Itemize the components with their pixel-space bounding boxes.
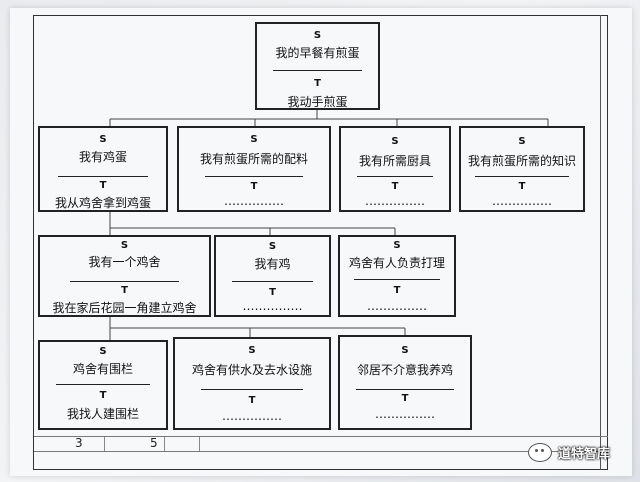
goal-l2-caretaker: S 鸡舍有人负责打理 T …………… bbox=[338, 235, 456, 317]
page-number: 3 bbox=[75, 436, 83, 450]
t-label: T bbox=[391, 181, 399, 192]
separator-line bbox=[273, 70, 362, 71]
t-label: T bbox=[518, 181, 526, 192]
separator-line bbox=[356, 389, 454, 390]
goal-l3-water: S 鸡舍有供水及去水设施 T …………… bbox=[173, 337, 331, 430]
t-label: T bbox=[99, 390, 107, 401]
s-label: S bbox=[120, 240, 129, 251]
wechat-icon bbox=[528, 443, 552, 462]
t-label: T bbox=[401, 393, 409, 404]
s-label: S bbox=[401, 345, 409, 356]
s-label: S bbox=[313, 30, 322, 41]
page-footer-strip bbox=[34, 436, 608, 452]
action-statement: …………… bbox=[367, 299, 427, 313]
action-statement: …………… bbox=[242, 299, 303, 313]
goal-statement: 我的早餐有煎蛋 bbox=[275, 46, 360, 60]
separator-line bbox=[205, 176, 303, 177]
separator-line bbox=[475, 176, 569, 177]
goal-statement: 我有煎蛋所需的配料 bbox=[199, 152, 308, 166]
t-label: T bbox=[250, 181, 258, 192]
watermark-text: 道特智库 bbox=[558, 447, 611, 462]
s-label: S bbox=[99, 346, 107, 357]
goal-statement: 邻居不介意我养鸡 bbox=[356, 363, 453, 377]
action-statement: …………… bbox=[492, 194, 552, 208]
footer-divider bbox=[104, 437, 105, 451]
action-statement: 我从鸡舍拿到鸡蛋 bbox=[54, 196, 151, 210]
action-statement: …………… bbox=[222, 409, 282, 423]
goal-l2-chickens: S 我有鸡 T …………… bbox=[214, 235, 331, 317]
goal-statement: 我有鸡蛋 bbox=[78, 150, 127, 164]
separator-line bbox=[201, 389, 303, 390]
separator-line bbox=[354, 279, 440, 280]
frame-margin-line bbox=[600, 15, 601, 470]
s-label: S bbox=[518, 136, 526, 147]
action-statement: …………… bbox=[224, 194, 284, 208]
separator-line bbox=[232, 281, 313, 282]
footer-divider bbox=[164, 437, 165, 451]
action-statement: …………… bbox=[365, 194, 425, 208]
page-number: 5 bbox=[150, 436, 158, 450]
s-label: S bbox=[391, 136, 399, 147]
goal-statement: 我有一个鸡舍 bbox=[88, 255, 161, 269]
s-label: S bbox=[250, 134, 258, 145]
t-label: T bbox=[314, 78, 321, 89]
goal-l3-neighbors: S 邻居不介意我养鸡 T …………… bbox=[338, 335, 472, 430]
separator-line bbox=[56, 384, 150, 385]
diagram-frame bbox=[33, 15, 608, 470]
t-label: T bbox=[248, 395, 256, 406]
goal-l2-coop: S 我有一个鸡舍 T 我在家后花园一角建立鸡舍 bbox=[38, 235, 211, 317]
watermark: 道特智库 bbox=[528, 443, 610, 462]
t-label: T bbox=[393, 285, 401, 296]
goal-statement: 鸡舍有供水及去水设施 bbox=[191, 363, 312, 377]
goal-l3-fence: S 鸡舍有围栏 T 我找人建围栏 bbox=[38, 340, 168, 430]
action-statement: 我找人建围栏 bbox=[66, 407, 139, 421]
goal-l1-ingredients: S 我有煎蛋所需的配料 T …………… bbox=[177, 126, 331, 212]
s-label: S bbox=[248, 345, 256, 356]
s-label: S bbox=[268, 241, 277, 252]
s-label: S bbox=[393, 240, 401, 251]
goal-statement: 我有鸡 bbox=[254, 257, 291, 271]
goal-statement: 我有煎蛋所需的知识 bbox=[467, 154, 576, 168]
action-statement: 我动手煎蛋 bbox=[287, 95, 348, 109]
goal-statement: 鸡舍有围栏 bbox=[72, 362, 133, 376]
goal-statement: 鸡舍有人负责打理 bbox=[348, 256, 445, 270]
s-label: S bbox=[99, 134, 107, 145]
action-statement: …………… bbox=[375, 407, 435, 421]
separator-line bbox=[357, 176, 433, 177]
goal-l1-knowledge: S 我有煎蛋所需的知识 T …………… bbox=[459, 126, 585, 212]
goal-l1-cookware: S 我有所需厨具 T …………… bbox=[339, 126, 451, 212]
t-label: T bbox=[99, 180, 107, 191]
goal-statement: 我有所需厨具 bbox=[358, 154, 431, 168]
action-statement: 我在家后花园一角建立鸡舍 bbox=[52, 301, 197, 315]
goal-l1-eggs: S 我有鸡蛋 T 我从鸡舍拿到鸡蛋 bbox=[38, 126, 168, 212]
footer-divider bbox=[199, 437, 200, 451]
t-label: T bbox=[269, 287, 276, 298]
separator-line bbox=[70, 281, 179, 282]
separator-line bbox=[58, 176, 148, 177]
goal-root: S 我的早餐有煎蛋 T 我动手煎蛋 bbox=[255, 22, 380, 110]
t-label: T bbox=[121, 285, 128, 296]
